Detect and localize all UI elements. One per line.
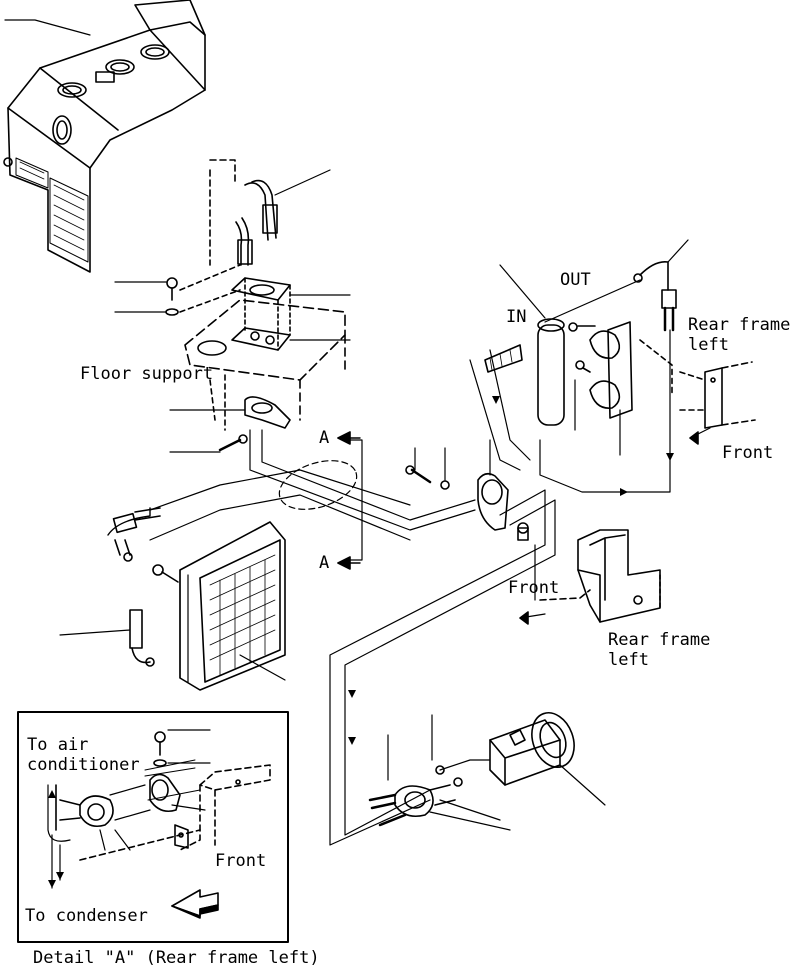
center-clamp: [405, 439, 529, 541]
to-condenser-label: To condenser: [25, 906, 148, 926]
compressor: [368, 712, 606, 831]
air-conditioner-unit: [3, 0, 206, 273]
rear-frame-left-label-top: Rear frame left: [688, 315, 791, 355]
front-label-center: Front: [508, 578, 560, 598]
out-label: OUT: [560, 270, 591, 290]
pipe-routes: [149, 279, 671, 846]
condenser: [59, 507, 286, 691]
receiver-drier: [484, 239, 756, 456]
floor-support: [184, 299, 346, 421]
in-label: IN: [506, 307, 527, 327]
front-label-detail: Front: [215, 851, 267, 871]
floor-clamp: [169, 374, 291, 453]
front-label-right: Front: [722, 443, 774, 463]
section-a-markers: [337, 431, 361, 570]
floor-support-label: Floor support: [80, 364, 214, 384]
rear-frame-center: [519, 529, 661, 625]
section-a-label-upper: A: [319, 428, 330, 448]
to-air-conditioner-label: To air conditioner: [27, 735, 140, 775]
detail-a-caption: Detail "A" (Rear frame left): [33, 948, 320, 966]
detail-a-box: [17, 711, 289, 943]
section-a-label-lower: A: [319, 553, 330, 573]
unit-hoses: [114, 159, 351, 351]
rear-frame-left-label-mid: Rear frame left: [608, 630, 711, 670]
